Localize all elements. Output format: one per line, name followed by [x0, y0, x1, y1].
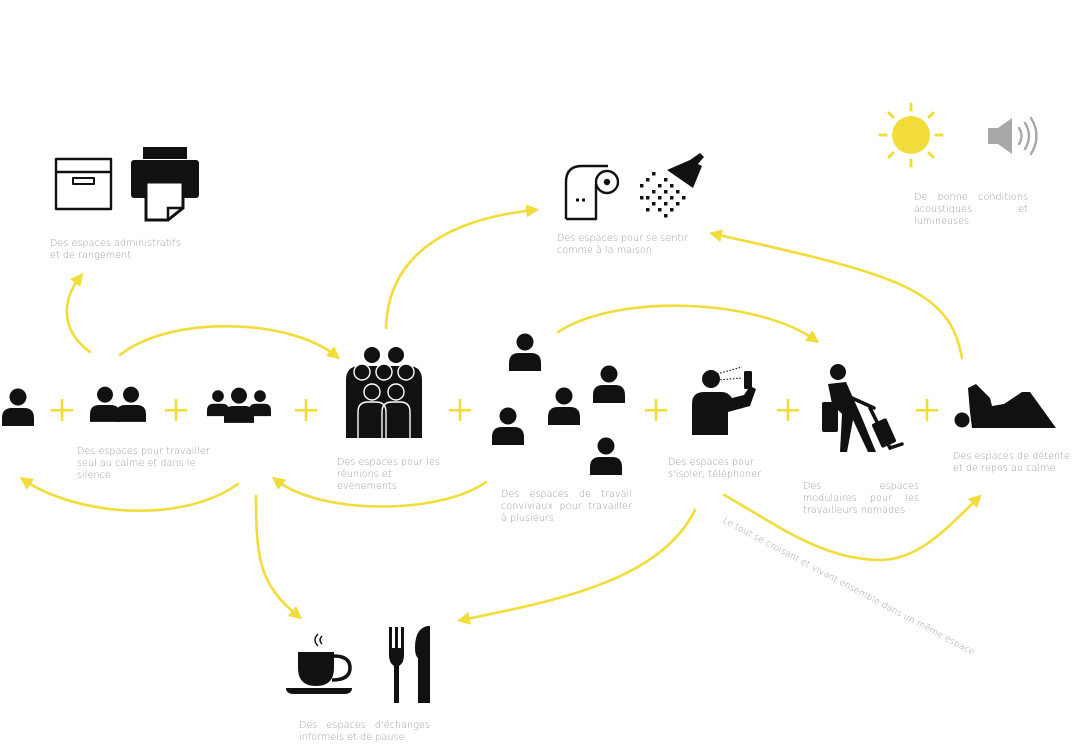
plus-icon	[449, 399, 471, 421]
curve-to-solo	[19, 477, 240, 513]
crowd-icon	[346, 347, 422, 438]
label-convivial-work: Des espaces de travail conviviaux pour t…	[501, 489, 632, 524]
relaxing-person-icon	[954, 383, 1056, 428]
shower-icon	[640, 153, 704, 218]
curve-to-home	[384, 204, 540, 330]
plus-icon	[916, 399, 938, 421]
curve-to-group	[271, 476, 488, 508]
sun-icon	[878, 102, 944, 168]
plus-icon	[295, 399, 317, 421]
pair-people-icon	[90, 386, 146, 422]
printer-icon	[131, 147, 199, 222]
label-admin-storage: Des espaces administratifs et de rangeme…	[50, 238, 181, 261]
label-relax-rest: Des espaces de détente et de repos au ca…	[953, 451, 1070, 474]
label-home-comfort: Des espaces pour se sentir comme à la ma…	[557, 233, 689, 256]
scattered-people-icon	[492, 333, 625, 475]
archive-box-icon	[54, 157, 113, 211]
curve-to-coffee	[254, 494, 303, 620]
curve-to-relax	[722, 493, 982, 562]
toilet-paper-icon	[564, 164, 620, 221]
label-acoustic-light: De bonne conditions acoustiques et lumin…	[914, 192, 1028, 227]
plus-icon	[645, 399, 667, 421]
curve-relax-to-home	[708, 229, 964, 360]
curve-to-modular	[556, 304, 820, 344]
fork-knife-icon	[389, 626, 430, 703]
plus-icon	[165, 399, 187, 421]
team-people-icon	[207, 387, 271, 423]
coffee-cup-icon	[286, 633, 352, 694]
curve-to-meetings	[118, 324, 341, 360]
label-work-alone: Des espaces pour travailler seul au calm…	[77, 446, 210, 481]
plus-icon	[51, 399, 73, 421]
plus-icon	[777, 399, 799, 421]
speaker-icon	[988, 116, 1038, 156]
connector-curves	[19, 204, 982, 625]
traveller-icon	[822, 364, 904, 452]
label-informal-break: Des espaces d'échanges informels et de p…	[299, 720, 430, 743]
curve-to-admin	[65, 272, 92, 354]
label-isolate-phone: Des espaces pour s'isoler, téléphoner	[668, 457, 762, 480]
label-meetings-events: Des espaces pour les réunions et eveneme…	[337, 457, 441, 492]
phone-call-icon	[692, 366, 756, 435]
single-person-icon	[2, 388, 34, 426]
plus-signs	[51, 399, 938, 421]
curve-to-dining	[456, 508, 697, 625]
label-modular-nomads: Des espaces modulaires pour les travaill…	[803, 481, 919, 516]
